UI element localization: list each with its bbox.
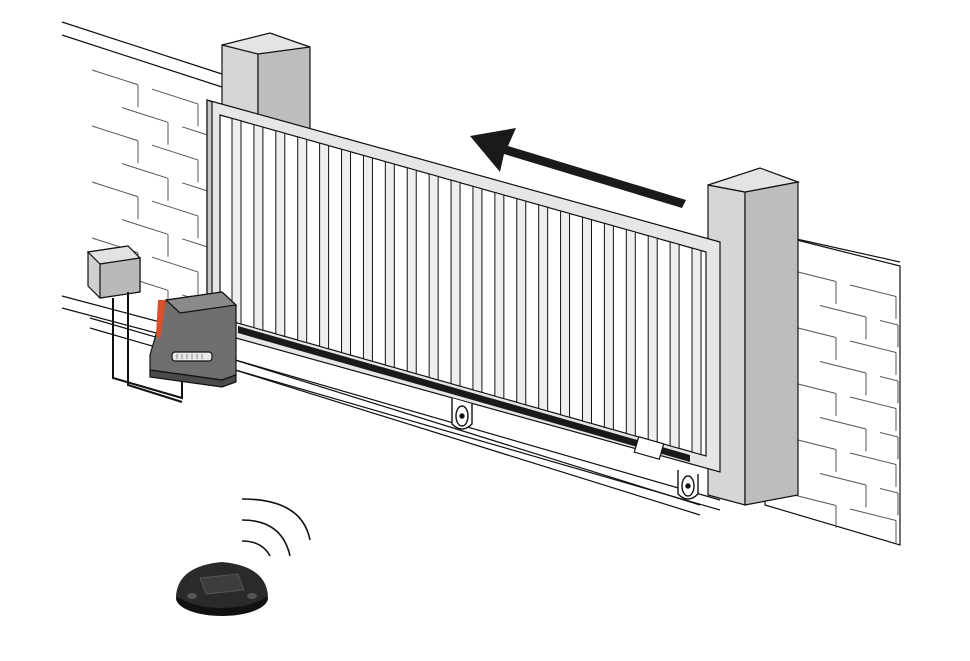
gate-bar — [647, 235, 658, 443]
gate-bar — [362, 154, 373, 362]
gate-bar — [516, 197, 527, 406]
left-brick-wall — [61, 21, 226, 335]
sliding-gate — [206, 99, 721, 473]
gate-bar — [691, 247, 702, 456]
limit-bracket — [633, 435, 665, 461]
brick-line — [121, 163, 169, 179]
brick-line — [879, 488, 899, 494]
guide-wheel — [451, 398, 473, 430]
brick-line — [151, 144, 199, 161]
gear-rack — [238, 326, 690, 462]
gate-bar — [669, 241, 680, 450]
gate-motor — [149, 291, 238, 388]
guide-wheels — [451, 398, 699, 500]
brick-line — [789, 493, 837, 506]
brick-line — [819, 361, 867, 374]
brick-line — [849, 452, 897, 465]
brick-line — [151, 88, 199, 105]
brick-line — [819, 473, 867, 486]
gate-bar — [450, 179, 461, 387]
brick-line — [879, 432, 899, 438]
gate-bar — [603, 222, 614, 431]
gate-bar — [319, 142, 330, 350]
gate-bar — [406, 167, 417, 375]
brick-line — [849, 396, 897, 409]
gate-bar — [560, 210, 571, 418]
remote-control — [176, 562, 268, 616]
brick-line — [181, 126, 211, 137]
gate-bar — [581, 216, 592, 425]
brick-line — [181, 238, 211, 249]
brick-line — [879, 320, 899, 326]
brick-line — [879, 376, 899, 382]
brick-line — [91, 125, 139, 142]
remote-button — [199, 573, 245, 595]
motor-warning-light — [156, 300, 166, 340]
guide-wheel — [677, 470, 699, 500]
brick-line — [91, 69, 139, 86]
gate-bar — [231, 117, 242, 325]
wireless-signal-icon — [241, 498, 311, 557]
brick-line — [849, 340, 897, 353]
right-pillar — [707, 167, 801, 506]
gate-bar — [341, 148, 352, 356]
control-wiring — [112, 292, 183, 403]
junction-box — [86, 245, 142, 299]
left-arrow-icon — [470, 128, 686, 208]
gate-bar — [275, 130, 286, 338]
brick-line — [151, 200, 199, 217]
brick-line — [121, 107, 169, 123]
right-wall-bricks — [789, 269, 899, 543]
brick-line — [849, 284, 897, 297]
brick-line — [181, 182, 211, 193]
brick-line — [819, 305, 867, 318]
gate-bar — [428, 173, 439, 381]
gate-bar — [625, 228, 636, 437]
brick-line — [91, 181, 139, 198]
gate-bar — [538, 204, 549, 412]
gate-bar — [472, 185, 483, 394]
gate-bar — [297, 136, 308, 344]
brick-line — [849, 508, 897, 521]
gate-bar — [384, 160, 395, 369]
gate-bar — [494, 191, 505, 400]
gate-bar — [253, 123, 264, 331]
brick-line — [819, 417, 867, 430]
brick-line — [121, 219, 169, 235]
gate-bars — [231, 117, 702, 456]
brick-line — [151, 256, 199, 273]
